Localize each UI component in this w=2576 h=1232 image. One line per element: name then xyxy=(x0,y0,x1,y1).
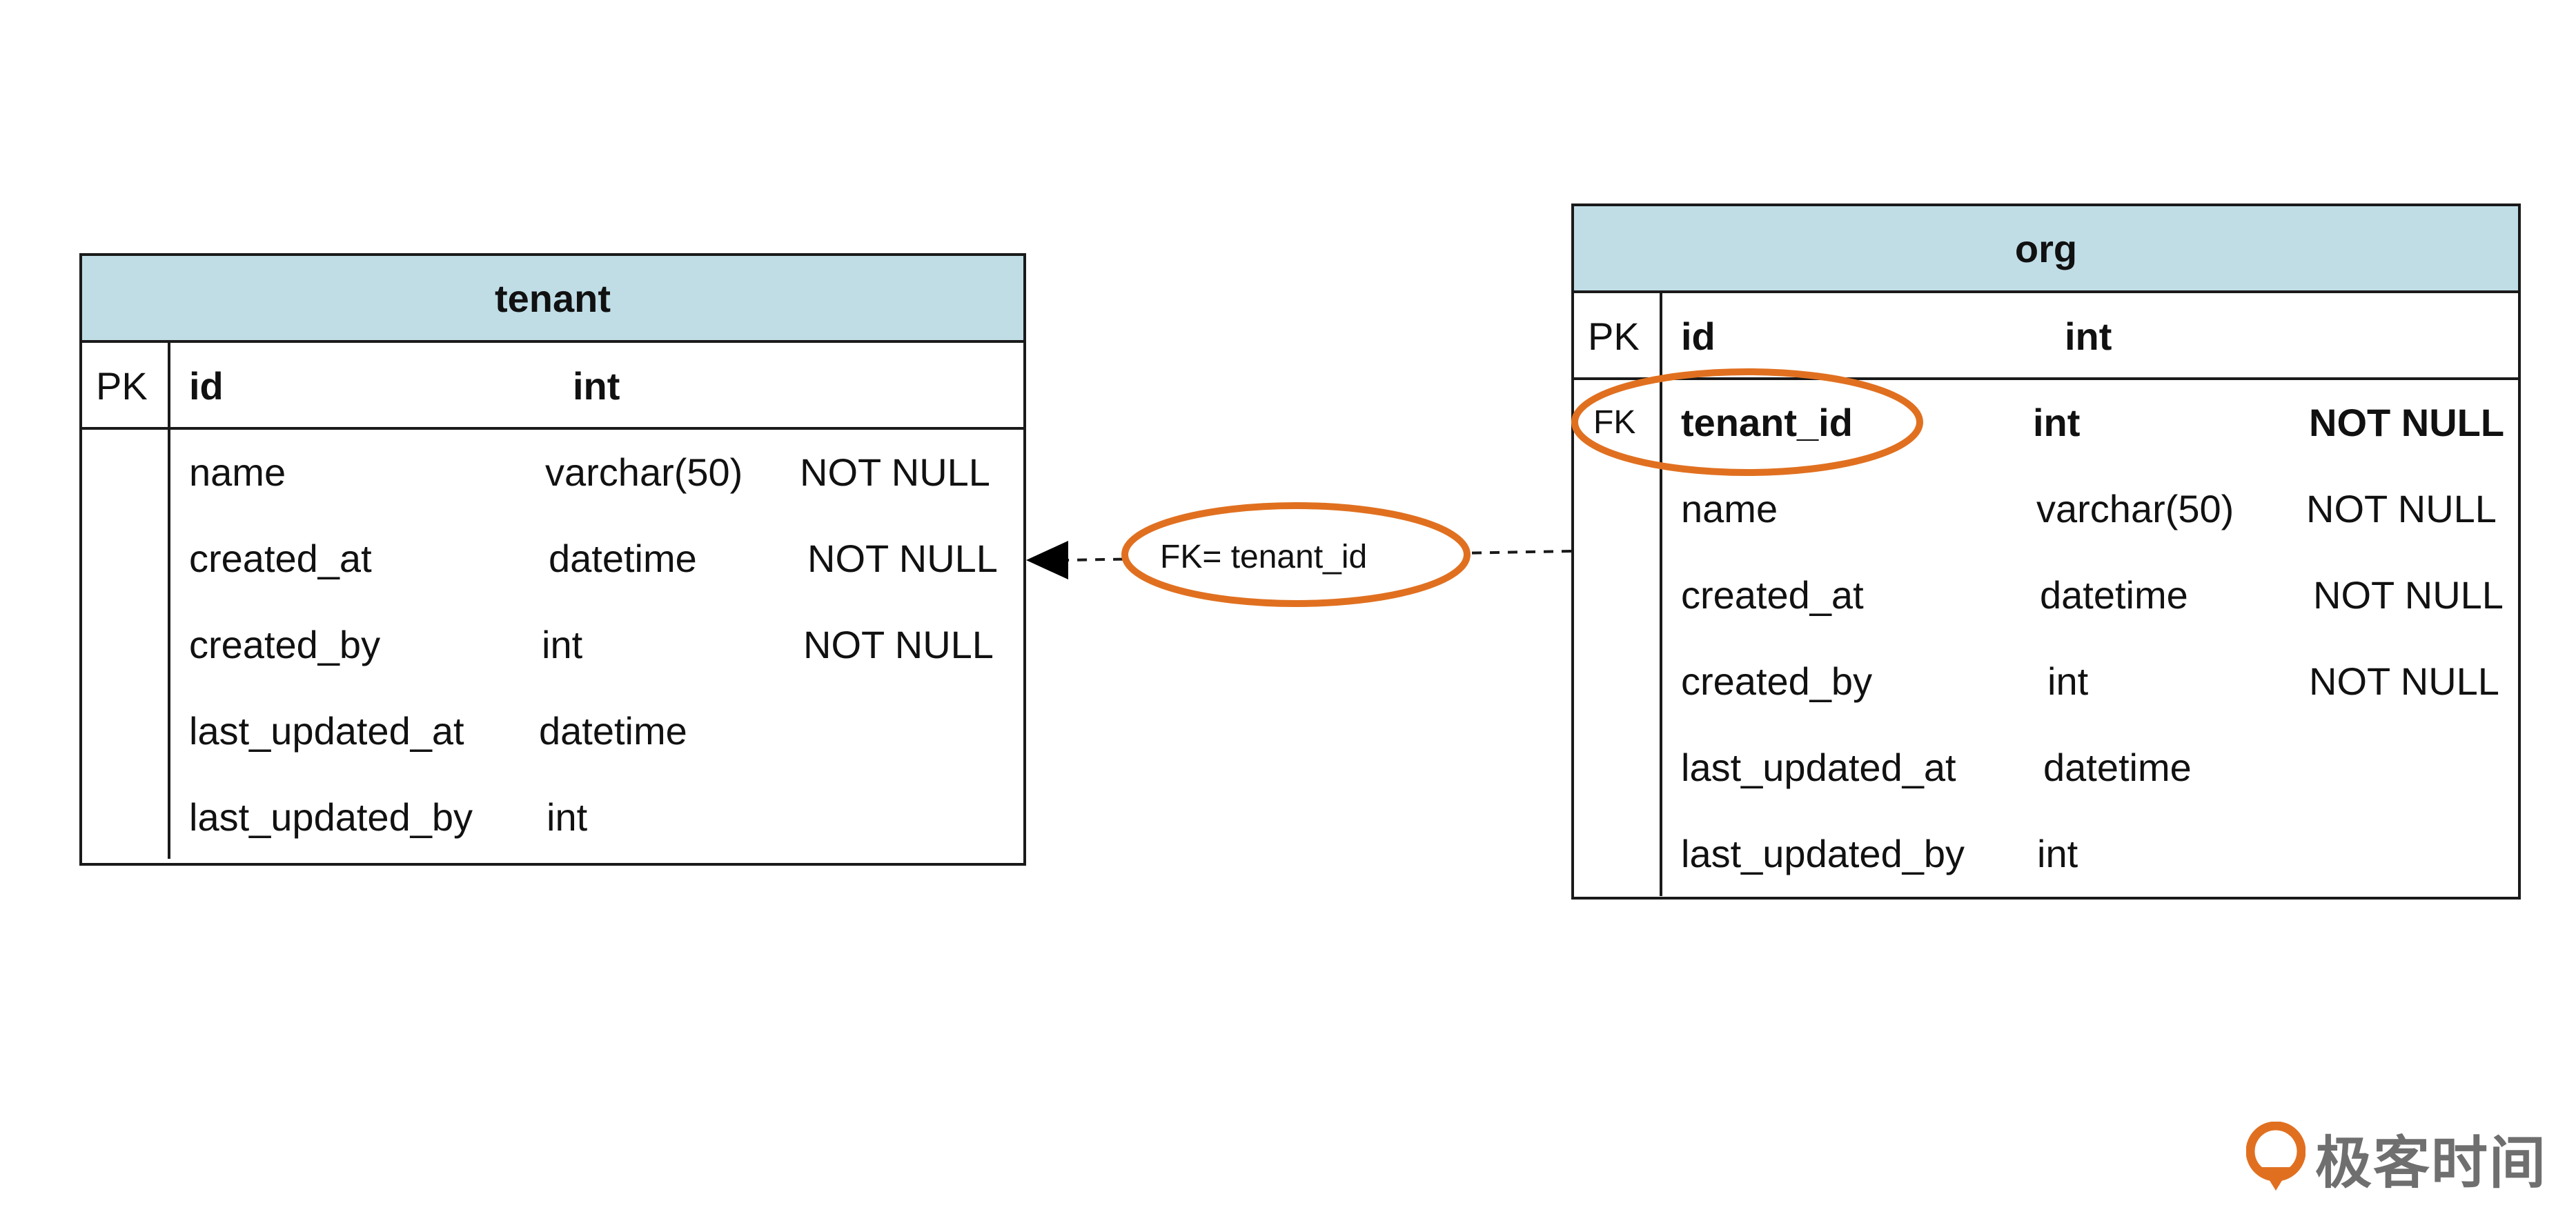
geektime-logo-text: 极客时间 xyxy=(2315,1130,2548,1196)
org-table-header: org xyxy=(1574,206,2518,293)
org-pk-type: int xyxy=(2065,315,2112,358)
org-col-type: int xyxy=(2037,832,2078,875)
tenant-col-type: int xyxy=(542,623,583,666)
tenant-col-name: last_updated_by xyxy=(189,795,473,839)
tenant-col-type: datetime xyxy=(549,537,697,580)
org-col-name: last_updated_by xyxy=(1681,832,1965,875)
org-key-divider-top xyxy=(1660,293,1662,379)
org-col-type: int xyxy=(2047,659,2089,703)
tenant-key-divider-top xyxy=(168,343,170,428)
org-table-title: org xyxy=(2014,226,2078,270)
tenant-pk-name: id xyxy=(189,364,224,408)
org-col-name: created_at xyxy=(1681,573,1864,617)
org-fk-label: FK xyxy=(1593,404,1636,441)
tenant-key-divider-body xyxy=(168,430,170,859)
tenant-pk-label: PK xyxy=(96,364,148,408)
org-col-constraint: NOT NULL xyxy=(2306,487,2497,530)
fk-highlight-ellipse xyxy=(1571,368,1923,476)
tenant-col-name: created_at xyxy=(189,537,372,580)
relationship-highlight-ellipse xyxy=(1121,502,1471,607)
tenant-col-type: varchar(50) xyxy=(545,450,743,494)
tenant-pk-type: int xyxy=(573,364,620,408)
org-col-name: last_updated_at xyxy=(1681,746,1956,789)
tenant-col-name: created_by xyxy=(189,623,381,666)
org-col-name: created_by xyxy=(1681,659,1873,703)
org-table: org PK id int FK tenant_id int NOT NULL … xyxy=(1571,203,2521,900)
geektime-logo: 极客时间 xyxy=(2246,1122,2547,1196)
tenant-col-type: datetime xyxy=(539,709,687,753)
tenant-pk-separator xyxy=(82,427,1023,430)
org-fk-name: tenant_id xyxy=(1681,401,1853,444)
relationship-label: FK= tenant_id xyxy=(1160,539,1368,575)
org-col-constraint: NOT NULL xyxy=(2309,659,2499,703)
org-pk-label: PK xyxy=(1588,315,1640,358)
tenant-col-constraint: NOT NULL xyxy=(800,450,990,494)
tenant-col-type: int xyxy=(547,795,588,839)
org-fk-type: int xyxy=(2033,401,2081,444)
org-col-constraint: NOT NULL xyxy=(2313,573,2504,617)
org-col-name: name xyxy=(1681,487,1778,530)
tenant-col-name: name xyxy=(189,450,286,494)
tenant-col-constraint: NOT NULL xyxy=(803,623,994,666)
org-col-type: datetime xyxy=(2040,573,2188,617)
org-pk-name: id xyxy=(1681,315,1715,358)
org-pk-separator xyxy=(1574,377,2518,380)
geektime-logo-icon xyxy=(2246,1122,2305,1191)
tenant-table-title: tenant xyxy=(495,276,611,320)
tenant-col-name: last_updated_at xyxy=(189,709,464,753)
org-key-divider-body xyxy=(1660,380,1662,896)
tenant-table-header: tenant xyxy=(82,256,1023,343)
tenant-col-constraint: NOT NULL xyxy=(807,537,998,580)
tenant-table: tenant PK id int name varchar(50) NOT NU… xyxy=(79,253,1026,866)
org-col-type: varchar(50) xyxy=(2036,487,2234,530)
org-fk-constraint: NOT NULL xyxy=(2309,401,2505,444)
relationship-arrowhead xyxy=(1026,541,1068,579)
org-col-type: datetime xyxy=(2043,746,2192,789)
